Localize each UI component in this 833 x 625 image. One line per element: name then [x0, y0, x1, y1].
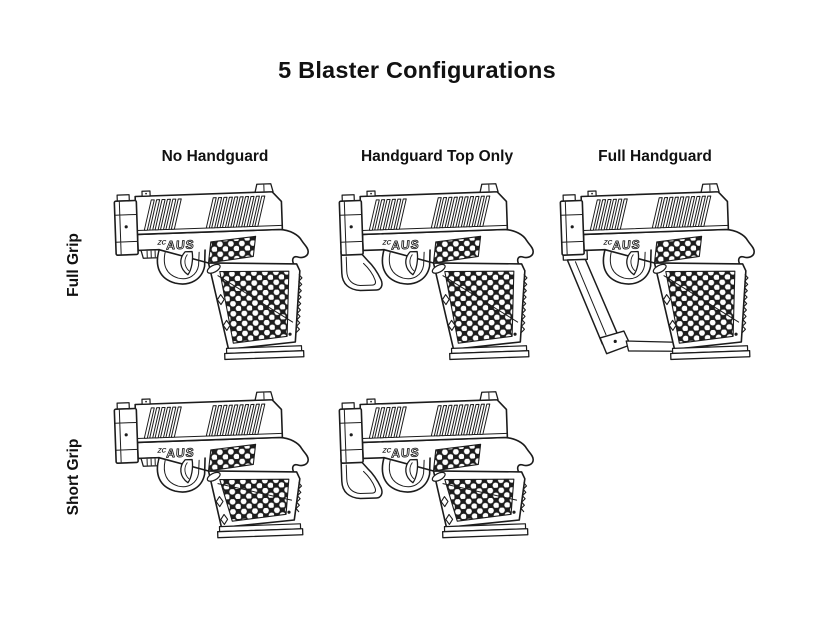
svg-text:AUS: AUS [166, 237, 195, 252]
diagram-title: 5 Blaster Configurations [278, 57, 556, 83]
svg-text:AUS: AUS [391, 237, 420, 252]
blaster-full-grip-handguard-top-only: ZC AUS [333, 182, 538, 377]
svg-text:ZC: ZC [381, 447, 391, 454]
blaster-full-grip-full-handguard: ZC AUS [554, 182, 759, 377]
svg-text:AUS: AUS [612, 237, 641, 252]
column-header-full-handguard: Full Handguard [598, 148, 712, 165]
svg-text:ZC: ZC [381, 239, 391, 246]
blaster-illustration: ZC AUS [113, 183, 309, 361]
svg-text:AUS: AUS [166, 445, 195, 460]
blaster-full-grip-no-handguard: ZC AUS [108, 182, 313, 377]
blaster-short-grip-no-handguard: ZC AUS [108, 390, 313, 585]
svg-text:ZC: ZC [156, 239, 166, 246]
row-label-full-grip: Full Grip [65, 233, 82, 297]
blaster-illustration: ZC AUS [338, 391, 534, 539]
blaster-illustration: ZC AUS [338, 183, 534, 361]
row-label-short-grip: Short Grip [65, 438, 82, 516]
svg-text:AUS: AUS [391, 445, 420, 460]
blaster-short-grip-handguard-top-only: ZC AUS [333, 390, 538, 585]
column-header-handguard-top-only: Handguard Top Only [360, 148, 514, 165]
svg-text:ZC: ZC [156, 447, 166, 454]
column-header-no-handguard: No Handguard [161, 148, 269, 165]
svg-text:ZC: ZC [602, 239, 612, 246]
blaster-illustration: ZC AUS [113, 391, 309, 539]
blaster-illustration: ZC AUS [559, 183, 755, 361]
